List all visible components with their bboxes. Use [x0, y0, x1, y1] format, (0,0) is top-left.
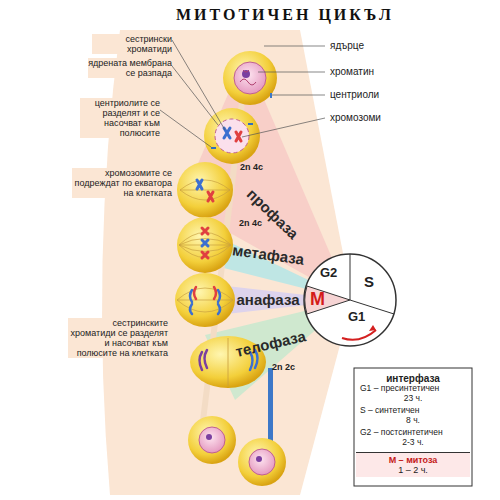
telophase-band: телофаза	[229, 326, 311, 362]
table-heading: интерфаза	[360, 373, 466, 384]
mitosis-row: M – митоза1 – 2 ч.	[356, 452, 470, 477]
ploidy-label: 2n 4c	[240, 162, 264, 172]
ploidy-label: 2n 2c	[272, 362, 296, 372]
part-name: центриоли	[328, 89, 381, 100]
phase-row: G1 – пресинтетичен	[360, 384, 466, 394]
part-name: хроматин	[328, 66, 376, 77]
annotation: центриолите се разделят и се насочват къ…	[80, 98, 160, 138]
cycle-phase-letter: M	[310, 289, 325, 309]
annotation: сестринските хроматиди се разделят и нас…	[68, 318, 168, 358]
poster-title: МИТОТИЧЕН ЦИКЪЛ	[150, 6, 420, 24]
annotation: хромозомите се подреждат по екватора на …	[72, 168, 172, 198]
phase-row: S – синтетичен	[360, 406, 466, 416]
phase-name: анафаза	[237, 292, 300, 309]
phase-name: телофаза	[234, 328, 307, 360]
prophase-band: профаза	[239, 182, 304, 246]
phase-name: метафаза	[231, 242, 305, 269]
phase-name: профаза	[243, 185, 301, 242]
duration: 1 – 2 ч.	[360, 465, 466, 475]
cycle-phase-letter: G1	[348, 310, 365, 325]
cycle-phase-letter: G2	[320, 266, 337, 281]
annotation: ядрената мембрана се разпада	[88, 58, 172, 78]
duration: 2-3 ч.	[360, 438, 466, 448]
part-name: хромозоми	[328, 112, 383, 123]
interphase-table: интерфазаG1 – пресинтетичен23 ч. S – синт…	[356, 371, 470, 452]
phase-row: G2 – постсинтетичен	[360, 428, 466, 438]
duration: 8 ч.	[360, 416, 466, 426]
duration: 23 ч.	[360, 394, 466, 404]
cell-cycle-circle: M G2S G1	[302, 252, 398, 348]
ploidy-label: 2n 4c	[239, 218, 263, 228]
part-name: ядърце	[328, 40, 366, 51]
cycle-phase-letter: S	[364, 274, 374, 291]
anaphase-band: анафаза	[233, 291, 304, 310]
phase-row: M – митоза	[360, 455, 466, 465]
metaphase-band: метафаза	[227, 240, 309, 270]
annotation: сестрински хроматиди	[92, 34, 172, 54]
